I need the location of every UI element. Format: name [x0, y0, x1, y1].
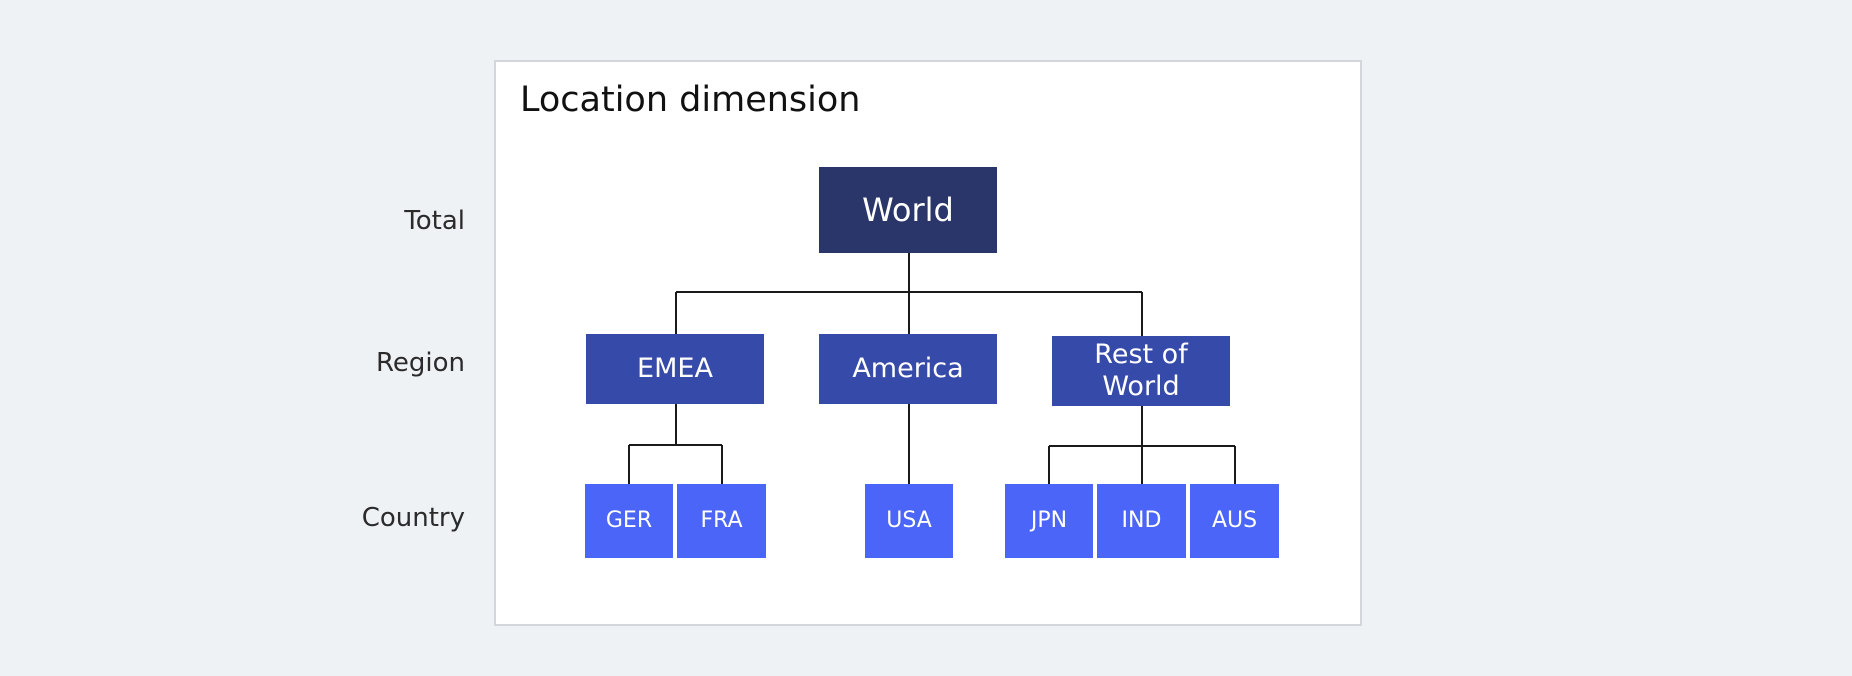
diagram-panel: Location dimension World EMEA America Re — [494, 60, 1362, 626]
node-jpn: JPN — [1005, 484, 1093, 558]
node-aus: AUS — [1190, 484, 1279, 558]
node-ger: GER — [585, 484, 673, 558]
level-label-region: Region — [375, 348, 465, 378]
hierarchy-connectors — [628, 253, 1236, 484]
level-label-country: Country — [361, 503, 465, 533]
node-world: World — [819, 167, 997, 253]
node-emea: EMEA — [586, 334, 764, 404]
level-label-total: Total — [404, 206, 465, 236]
node-america: America — [819, 334, 997, 404]
diagram-title: Location dimension — [520, 80, 861, 120]
node-rest-of-world: Rest of World — [1052, 336, 1230, 406]
node-ind: IND — [1097, 484, 1186, 558]
node-fra: FRA — [677, 484, 766, 558]
node-usa: USA — [865, 484, 953, 558]
